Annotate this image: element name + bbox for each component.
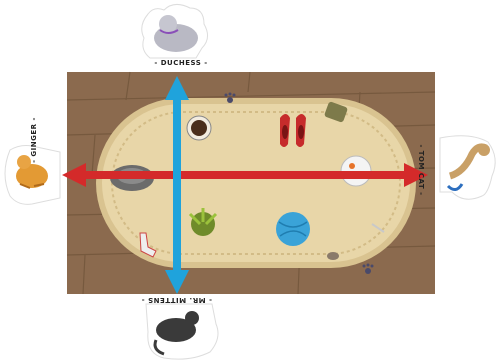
potted-plant[interactable] <box>188 208 218 236</box>
horizontal-arrow <box>62 163 428 187</box>
player-label-right: - TOM CAT - <box>417 144 425 196</box>
cat-card-mr-mittens[interactable] <box>145 303 219 360</box>
player-label-top: - DUCHESS - <box>154 59 208 67</box>
yarn-ball[interactable] <box>276 212 310 246</box>
sock[interactable] <box>139 232 157 258</box>
toy-mouse[interactable] <box>327 252 339 260</box>
vertical-arrow <box>165 76 189 294</box>
red-shoes[interactable] <box>280 114 306 147</box>
player-label-left: - GINGER - <box>30 117 38 163</box>
paw-print-icon <box>362 263 374 274</box>
spoon[interactable] <box>371 223 385 233</box>
cat-card-duchess[interactable] <box>141 4 208 59</box>
small-pillow[interactable] <box>324 101 348 123</box>
player-label-bottom: - MR. MITTENS - <box>141 296 212 304</box>
cat-card-tom-cat[interactable] <box>439 135 496 200</box>
cat-card-ginger[interactable] <box>4 145 61 205</box>
paw-print-icon <box>224 92 236 103</box>
coffee-cup[interactable] <box>186 115 212 141</box>
